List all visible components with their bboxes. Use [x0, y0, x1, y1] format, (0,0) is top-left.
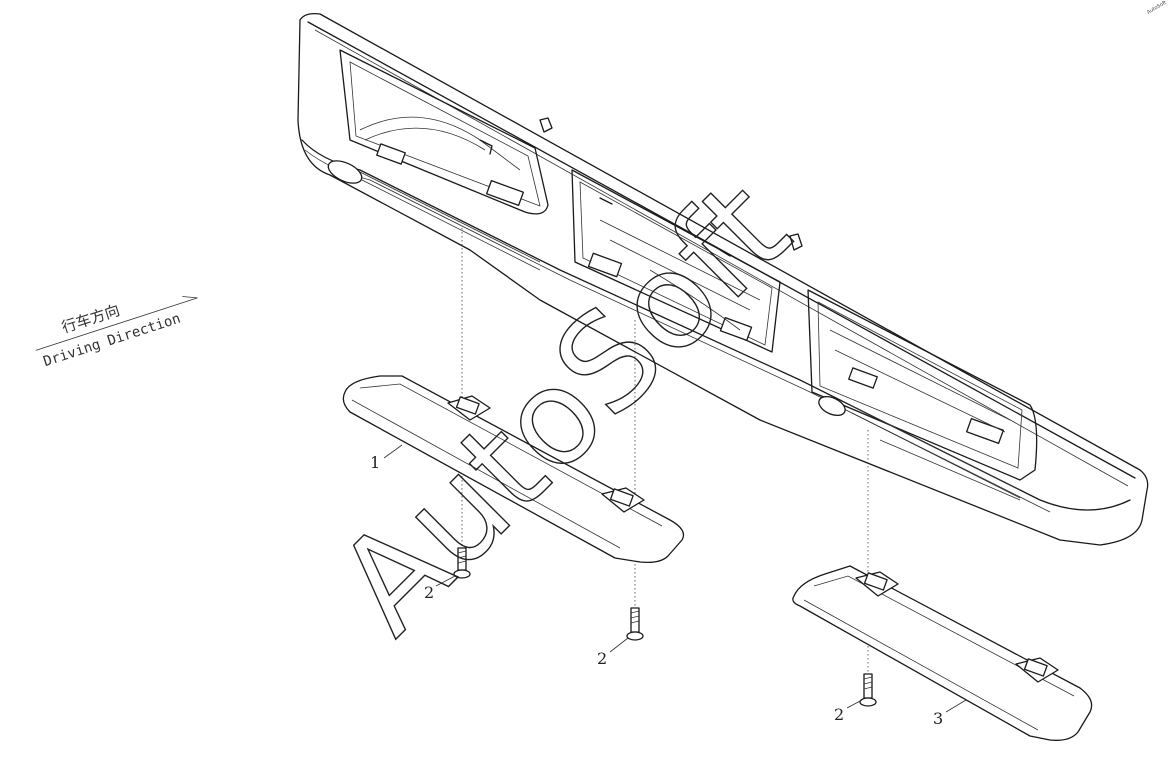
callout-label: 2 [424, 583, 434, 602]
mount-clip [447, 395, 491, 421]
callout-label: 1 [370, 453, 380, 472]
mount-clip [1015, 657, 1059, 683]
visor-panel-1 [342, 375, 685, 564]
driving-direction-indicator: 行车方向 Driving Direction [35, 296, 198, 370]
screw [626, 607, 644, 641]
callout-label: 2 [834, 705, 844, 724]
main-trim-panel [297, 12, 1149, 546]
leader-lines [383, 444, 967, 713]
callout-label: 2 [597, 649, 607, 668]
mount-clip [855, 571, 899, 597]
screw [859, 673, 877, 707]
mount-clip [601, 487, 645, 513]
callout-label: 3 [933, 709, 943, 728]
visor-panel-3 [792, 565, 1093, 741]
corner-watermark: AutoSoft [1146, 0, 1168, 16]
arrow-head-icon [182, 296, 198, 299]
screw [453, 547, 471, 579]
direction-arrow-line [35, 297, 198, 351]
